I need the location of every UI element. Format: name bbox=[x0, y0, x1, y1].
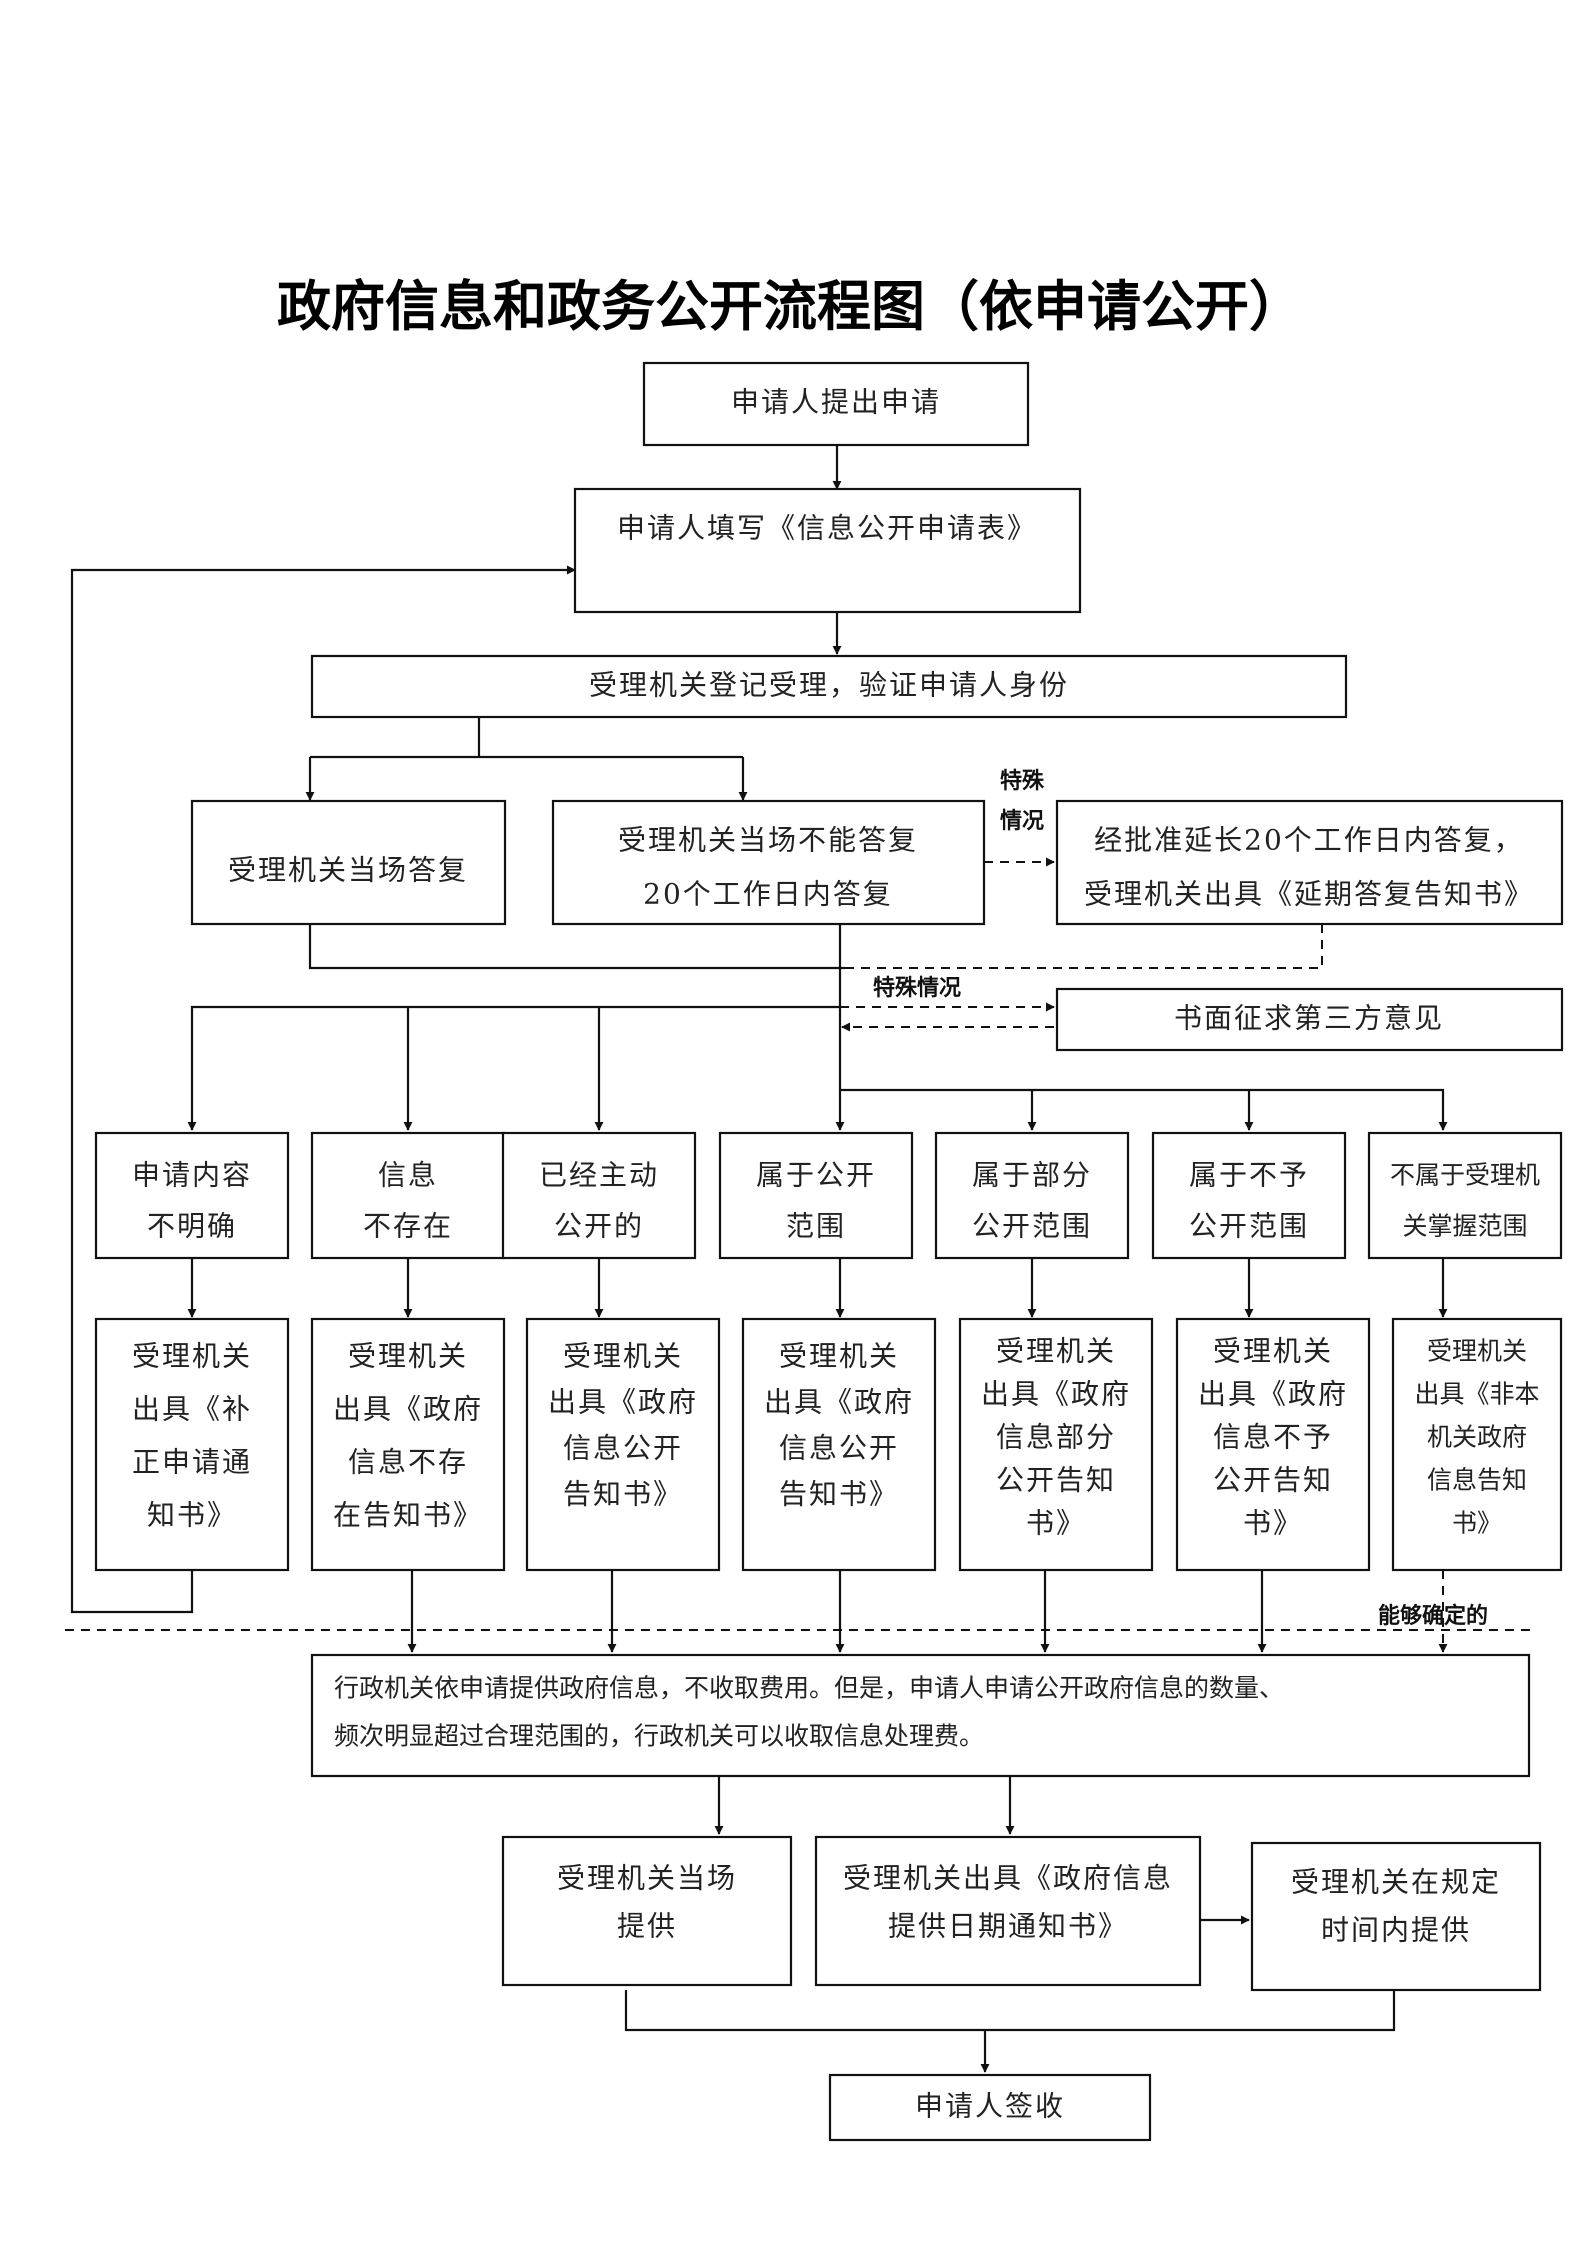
svg-text:知书》: 知书》 bbox=[147, 1499, 237, 1532]
svg-text:属于部分: 属于部分 bbox=[972, 1159, 1092, 1192]
svg-text:信息公开: 信息公开 bbox=[779, 1432, 899, 1465]
svg-text:出具《政府: 出具《政府 bbox=[1198, 1378, 1348, 1411]
svg-text:20个工作日内答复: 20个工作日内答复 bbox=[643, 878, 893, 911]
svg-text:提供日期通知书》: 提供日期通知书》 bbox=[888, 1910, 1128, 1943]
svg-text:申请人提出申请: 申请人提出申请 bbox=[731, 386, 941, 419]
svg-text:已经主动: 已经主动 bbox=[539, 1159, 659, 1192]
node-cat-already-public: 已经主动 公开的 bbox=[501, 1131, 697, 1260]
svg-text:信息不存: 信息不存 bbox=[348, 1446, 468, 1479]
svg-text:受理机关: 受理机关 bbox=[1427, 1337, 1527, 1366]
node-cat-public: 属于公开 范围 bbox=[718, 1131, 914, 1260]
node-fee-rule: 行政机关依申请提供政府信息，不收取费用。但是，申请人申请公开政府信息的数量、 频… bbox=[310, 1653, 1531, 1778]
svg-text:受理机关登记受理，验证申请人身份: 受理机关登记受理，验证申请人身份 bbox=[589, 669, 1069, 702]
svg-text:不明确: 不明确 bbox=[147, 1210, 237, 1243]
svg-text:机关政府: 机关政府 bbox=[1427, 1423, 1527, 1452]
svg-text:信息告知: 信息告知 bbox=[1427, 1466, 1527, 1495]
edge-labels: 特殊 情况 特殊情况 能够确定的 bbox=[873, 768, 1488, 1629]
edge-label-determinable: 能够确定的 bbox=[1378, 1603, 1488, 1629]
svg-text:受理机关当场答复: 受理机关当场答复 bbox=[228, 854, 468, 887]
edge-label-special-2: 特殊情况 bbox=[873, 975, 961, 1001]
svg-text:公开范围: 公开范围 bbox=[972, 1210, 1092, 1243]
svg-text:信息不予: 信息不予 bbox=[1213, 1421, 1333, 1454]
node-doc-not-exist: 受理机关 出具《政府 信息不存 在告知书》 bbox=[310, 1317, 506, 1572]
svg-text:受理机关: 受理机关 bbox=[348, 1340, 468, 1373]
connectors bbox=[65, 445, 1530, 2073]
svg-text:申请人填写《信息公开申请表》: 申请人填写《信息公开申请表》 bbox=[617, 512, 1037, 545]
svg-text:属于公开: 属于公开 bbox=[756, 1159, 876, 1192]
svg-text:正申请通: 正申请通 bbox=[132, 1446, 252, 1479]
node-apply: 申请人提出申请 bbox=[642, 361, 1030, 447]
node-extend: 经批准延长20个工作日内答复， 受理机关出具《延期答复告知书》 bbox=[1055, 799, 1564, 926]
svg-text:告知书》: 告知书》 bbox=[563, 1478, 683, 1511]
svg-text:频次明显超过合理范围的，行政机关可以收取信息处理费。: 频次明显超过合理范围的，行政机关可以收取信息处理费。 bbox=[334, 1722, 984, 1751]
svg-text:受理机关出具《政府信息: 受理机关出具《政府信息 bbox=[843, 1862, 1173, 1895]
svg-text:属于不予: 属于不予 bbox=[1189, 1159, 1309, 1192]
svg-text:出具《政府: 出具《政府 bbox=[981, 1378, 1131, 1411]
node-doc-already-public: 受理机关 出具《政府 信息公开 告知书》 bbox=[525, 1317, 721, 1572]
svg-text:受理机关当场: 受理机关当场 bbox=[557, 1862, 737, 1895]
svg-text:出具《补: 出具《补 bbox=[132, 1393, 252, 1426]
svg-text:书》: 书》 bbox=[1243, 1507, 1303, 1540]
svg-text:信息部分: 信息部分 bbox=[996, 1421, 1116, 1454]
svg-text:受理机关: 受理机关 bbox=[996, 1335, 1116, 1368]
svg-text:在告知书》: 在告知书》 bbox=[333, 1499, 483, 1532]
svg-text:受理机关: 受理机关 bbox=[563, 1340, 683, 1373]
svg-text:告知书》: 告知书》 bbox=[779, 1478, 899, 1511]
svg-text:提供: 提供 bbox=[617, 1910, 677, 1943]
svg-text:书》: 书》 bbox=[1026, 1507, 1086, 1540]
svg-text:行政机关依申请提供政府信息，不收取费用。但是，申请人申请公开: 行政机关依申请提供政府信息，不收取费用。但是，申请人申请公开政府信息的数量、 bbox=[334, 1674, 1284, 1703]
svg-text:范围: 范围 bbox=[786, 1210, 846, 1243]
node-cat-partial: 属于部分 公开范围 bbox=[934, 1131, 1130, 1260]
svg-text:信息公开: 信息公开 bbox=[563, 1432, 683, 1465]
node-cannot-reply: 受理机关当场不能答复 20个工作日内答复 bbox=[551, 799, 986, 926]
node-doc-not-own: 受理机关 出具《非本 机关政府 信息告知 书》 bbox=[1391, 1317, 1563, 1572]
node-doc-public: 受理机关 出具《政府 信息公开 告知书》 bbox=[741, 1317, 937, 1572]
svg-text:受理机关: 受理机关 bbox=[779, 1340, 899, 1373]
node-reply-onsite: 受理机关当场答复 bbox=[190, 799, 507, 926]
node-cat-not-own: 不属于受理机 关掌握范围 bbox=[1367, 1131, 1563, 1260]
svg-text:受理机关: 受理机关 bbox=[132, 1340, 252, 1373]
svg-text:申请内容: 申请内容 bbox=[132, 1159, 252, 1192]
node-sign: 申请人签收 bbox=[828, 2073, 1152, 2142]
node-cat-not-exist: 信息 不存在 bbox=[310, 1131, 506, 1260]
svg-text:书》: 书》 bbox=[1452, 1509, 1502, 1538]
node-doc-partial: 受理机关 出具《政府 信息部分 公开告知 书》 bbox=[958, 1317, 1154, 1572]
node-third-party: 书面征求第三方意见 bbox=[1055, 987, 1564, 1052]
svg-text:公开告知: 公开告知 bbox=[1213, 1464, 1333, 1497]
svg-text:经批准延长20个工作日内答复，: 经批准延长20个工作日内答复， bbox=[1094, 824, 1524, 857]
svg-text:受理机关: 受理机关 bbox=[1213, 1335, 1333, 1368]
svg-text:申请人签收: 申请人签收 bbox=[915, 2090, 1065, 2123]
svg-text:公开的: 公开的 bbox=[554, 1210, 644, 1243]
svg-text:时间内提供: 时间内提供 bbox=[1321, 1914, 1471, 1947]
svg-text:关掌握范围: 关掌握范围 bbox=[1402, 1212, 1527, 1241]
svg-text:不存在: 不存在 bbox=[363, 1210, 453, 1243]
svg-text:出具《政府: 出具《政府 bbox=[548, 1386, 698, 1419]
svg-text:受理机关在规定: 受理机关在规定 bbox=[1291, 1866, 1501, 1899]
edge-label-special-1: 特殊 bbox=[1000, 768, 1045, 794]
page-title: 政府信息和政务公开流程图（依申请公开） bbox=[277, 274, 1303, 338]
node-fill-form: 申请人填写《信息公开申请表》 bbox=[573, 487, 1082, 614]
svg-text:受理机关出具《延期答复告知书》: 受理机关出具《延期答复告知书》 bbox=[1084, 878, 1534, 911]
svg-text:出具《政府: 出具《政府 bbox=[764, 1386, 914, 1419]
svg-text:出具《政府: 出具《政府 bbox=[333, 1393, 483, 1426]
node-date-notice: 受理机关出具《政府信息 提供日期通知书》 bbox=[814, 1835, 1202, 1987]
edge-label-special-1b: 情况 bbox=[1000, 808, 1044, 834]
svg-text:受理机关当场不能答复: 受理机关当场不能答复 bbox=[618, 824, 918, 857]
node-provide-onsite: 受理机关当场 提供 bbox=[501, 1835, 793, 1987]
node-register: 受理机关登记受理，验证申请人身份 bbox=[310, 654, 1348, 719]
svg-text:公开范围: 公开范围 bbox=[1189, 1210, 1309, 1243]
node-doc-not-public: 受理机关 出具《政府 信息不予 公开告知 书》 bbox=[1175, 1317, 1371, 1572]
svg-text:公开告知: 公开告知 bbox=[996, 1464, 1116, 1497]
node-cat-unclear: 申请内容 不明确 bbox=[94, 1131, 290, 1260]
node-cat-not-public: 属于不予 公开范围 bbox=[1151, 1131, 1347, 1260]
svg-text:信息: 信息 bbox=[378, 1159, 438, 1192]
svg-text:出具《非本: 出具《非本 bbox=[1414, 1380, 1539, 1409]
svg-text:不属于受理机: 不属于受理机 bbox=[1390, 1161, 1540, 1190]
node-provide-later: 受理机关在规定 时间内提供 bbox=[1250, 1841, 1542, 1992]
svg-text:书面征求第三方意见: 书面征求第三方意见 bbox=[1174, 1002, 1444, 1035]
node-doc-correction: 受理机关 出具《补 正申请通 知书》 bbox=[94, 1317, 290, 1572]
